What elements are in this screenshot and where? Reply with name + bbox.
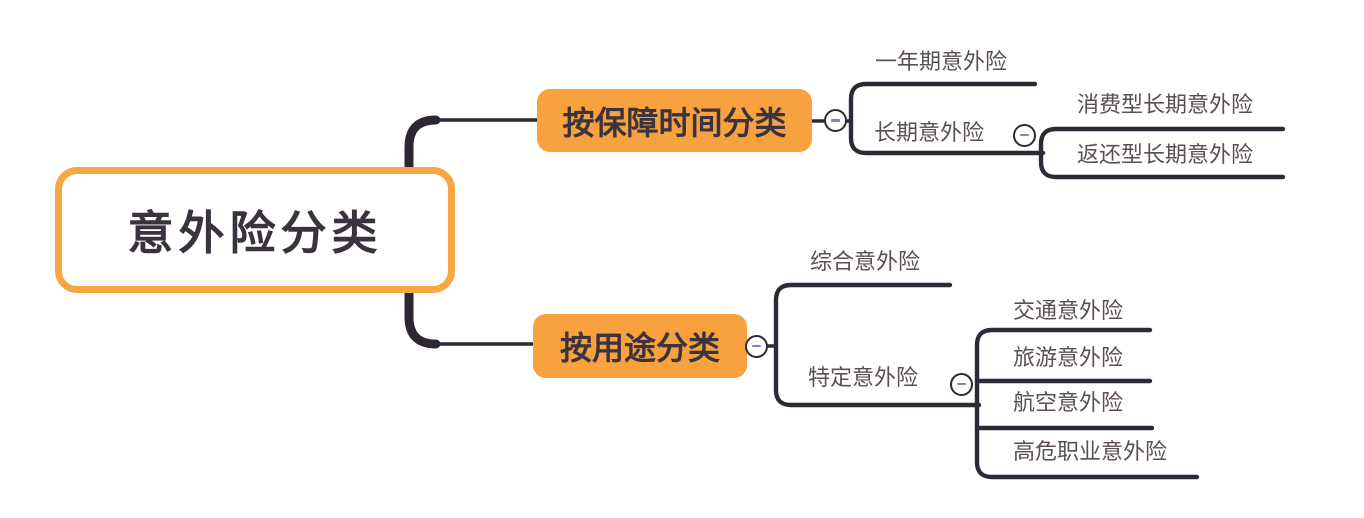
bracket-specific-children [974,327,1200,480]
collapse-icon-usage[interactable] [745,334,768,358]
bracket-longterm-children [1038,126,1286,180]
branch-by-duration[interactable]: 按保障时间分类 [537,89,812,152]
topic-high-risk-occupation[interactable]: 高危职业意外险 [1013,439,1168,464]
minus-glyph [752,344,761,348]
topic-long-term[interactable]: 长期意外险 [874,120,985,145]
bracket-duration-children [848,81,1046,156]
topic-consumer-long-term[interactable]: 消费型长期意外险 [1077,92,1254,117]
collapse-icon-specific[interactable] [950,372,973,396]
minus-glyph [957,382,966,386]
topic-aviation[interactable]: 航空意外险 [1013,390,1124,415]
collapse-icon-duration[interactable] [824,109,847,132]
topic-comprehensive[interactable]: 综合意外险 [810,249,921,274]
bracket-usage-children [773,282,982,408]
root-topic[interactable]: 意外险分类 [55,167,455,293]
minus-glyph [1020,133,1029,137]
topic-specific[interactable]: 特定意外险 [808,365,919,390]
collapse-icon-long-term[interactable] [1013,123,1036,147]
topic-travel[interactable]: 旅游意外险 [1013,345,1124,370]
topic-return-long-term[interactable]: 返还型长期意外险 [1077,142,1254,167]
branch-by-usage[interactable]: 按用途分类 [533,314,747,378]
topic-one-year[interactable]: 一年期意外险 [875,49,1008,74]
minus-glyph [831,119,840,122]
topic-transport[interactable]: 交通意外险 [1013,298,1124,323]
